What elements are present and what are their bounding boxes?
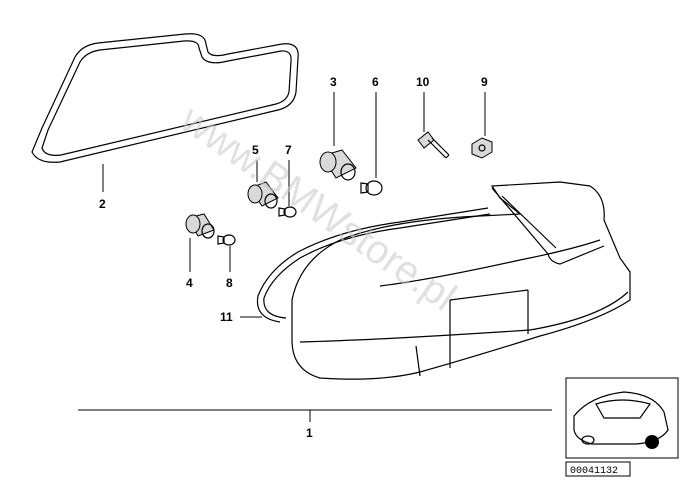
screw-part-10 xyxy=(417,131,450,159)
callout-11: 11 xyxy=(220,310,233,324)
bulb-part-6 xyxy=(360,180,383,196)
gasket-part-2 xyxy=(31,33,299,163)
bulb-socket-part-4 xyxy=(185,213,215,239)
callout-10: 10 xyxy=(416,75,430,89)
callout-2: 2 xyxy=(99,197,106,211)
vehicle-thumbnail xyxy=(565,377,679,459)
tail-light-part-1 xyxy=(291,181,631,380)
callout-1: 1 xyxy=(306,426,313,440)
callout-9: 9 xyxy=(481,75,488,89)
bulb-socket-part-3 xyxy=(319,149,357,181)
callout-4: 4 xyxy=(186,276,193,290)
callout-7: 7 xyxy=(285,143,292,157)
callout-3: 3 xyxy=(330,75,337,89)
bulb-socket-part-5 xyxy=(247,181,279,209)
tail-light-location-marker xyxy=(645,435,659,449)
callout-8: 8 xyxy=(226,276,233,290)
reference-code: 00041132 xyxy=(570,466,618,477)
nut-part-9 xyxy=(471,137,493,159)
seal-strip-part-11 xyxy=(256,207,491,323)
bulb-part-7 xyxy=(278,206,297,218)
bulb-part-8 xyxy=(217,234,236,246)
watermark: www.BMWstore.pl xyxy=(172,97,464,320)
callout-6: 6 xyxy=(372,75,379,89)
callout-5: 5 xyxy=(252,143,259,157)
